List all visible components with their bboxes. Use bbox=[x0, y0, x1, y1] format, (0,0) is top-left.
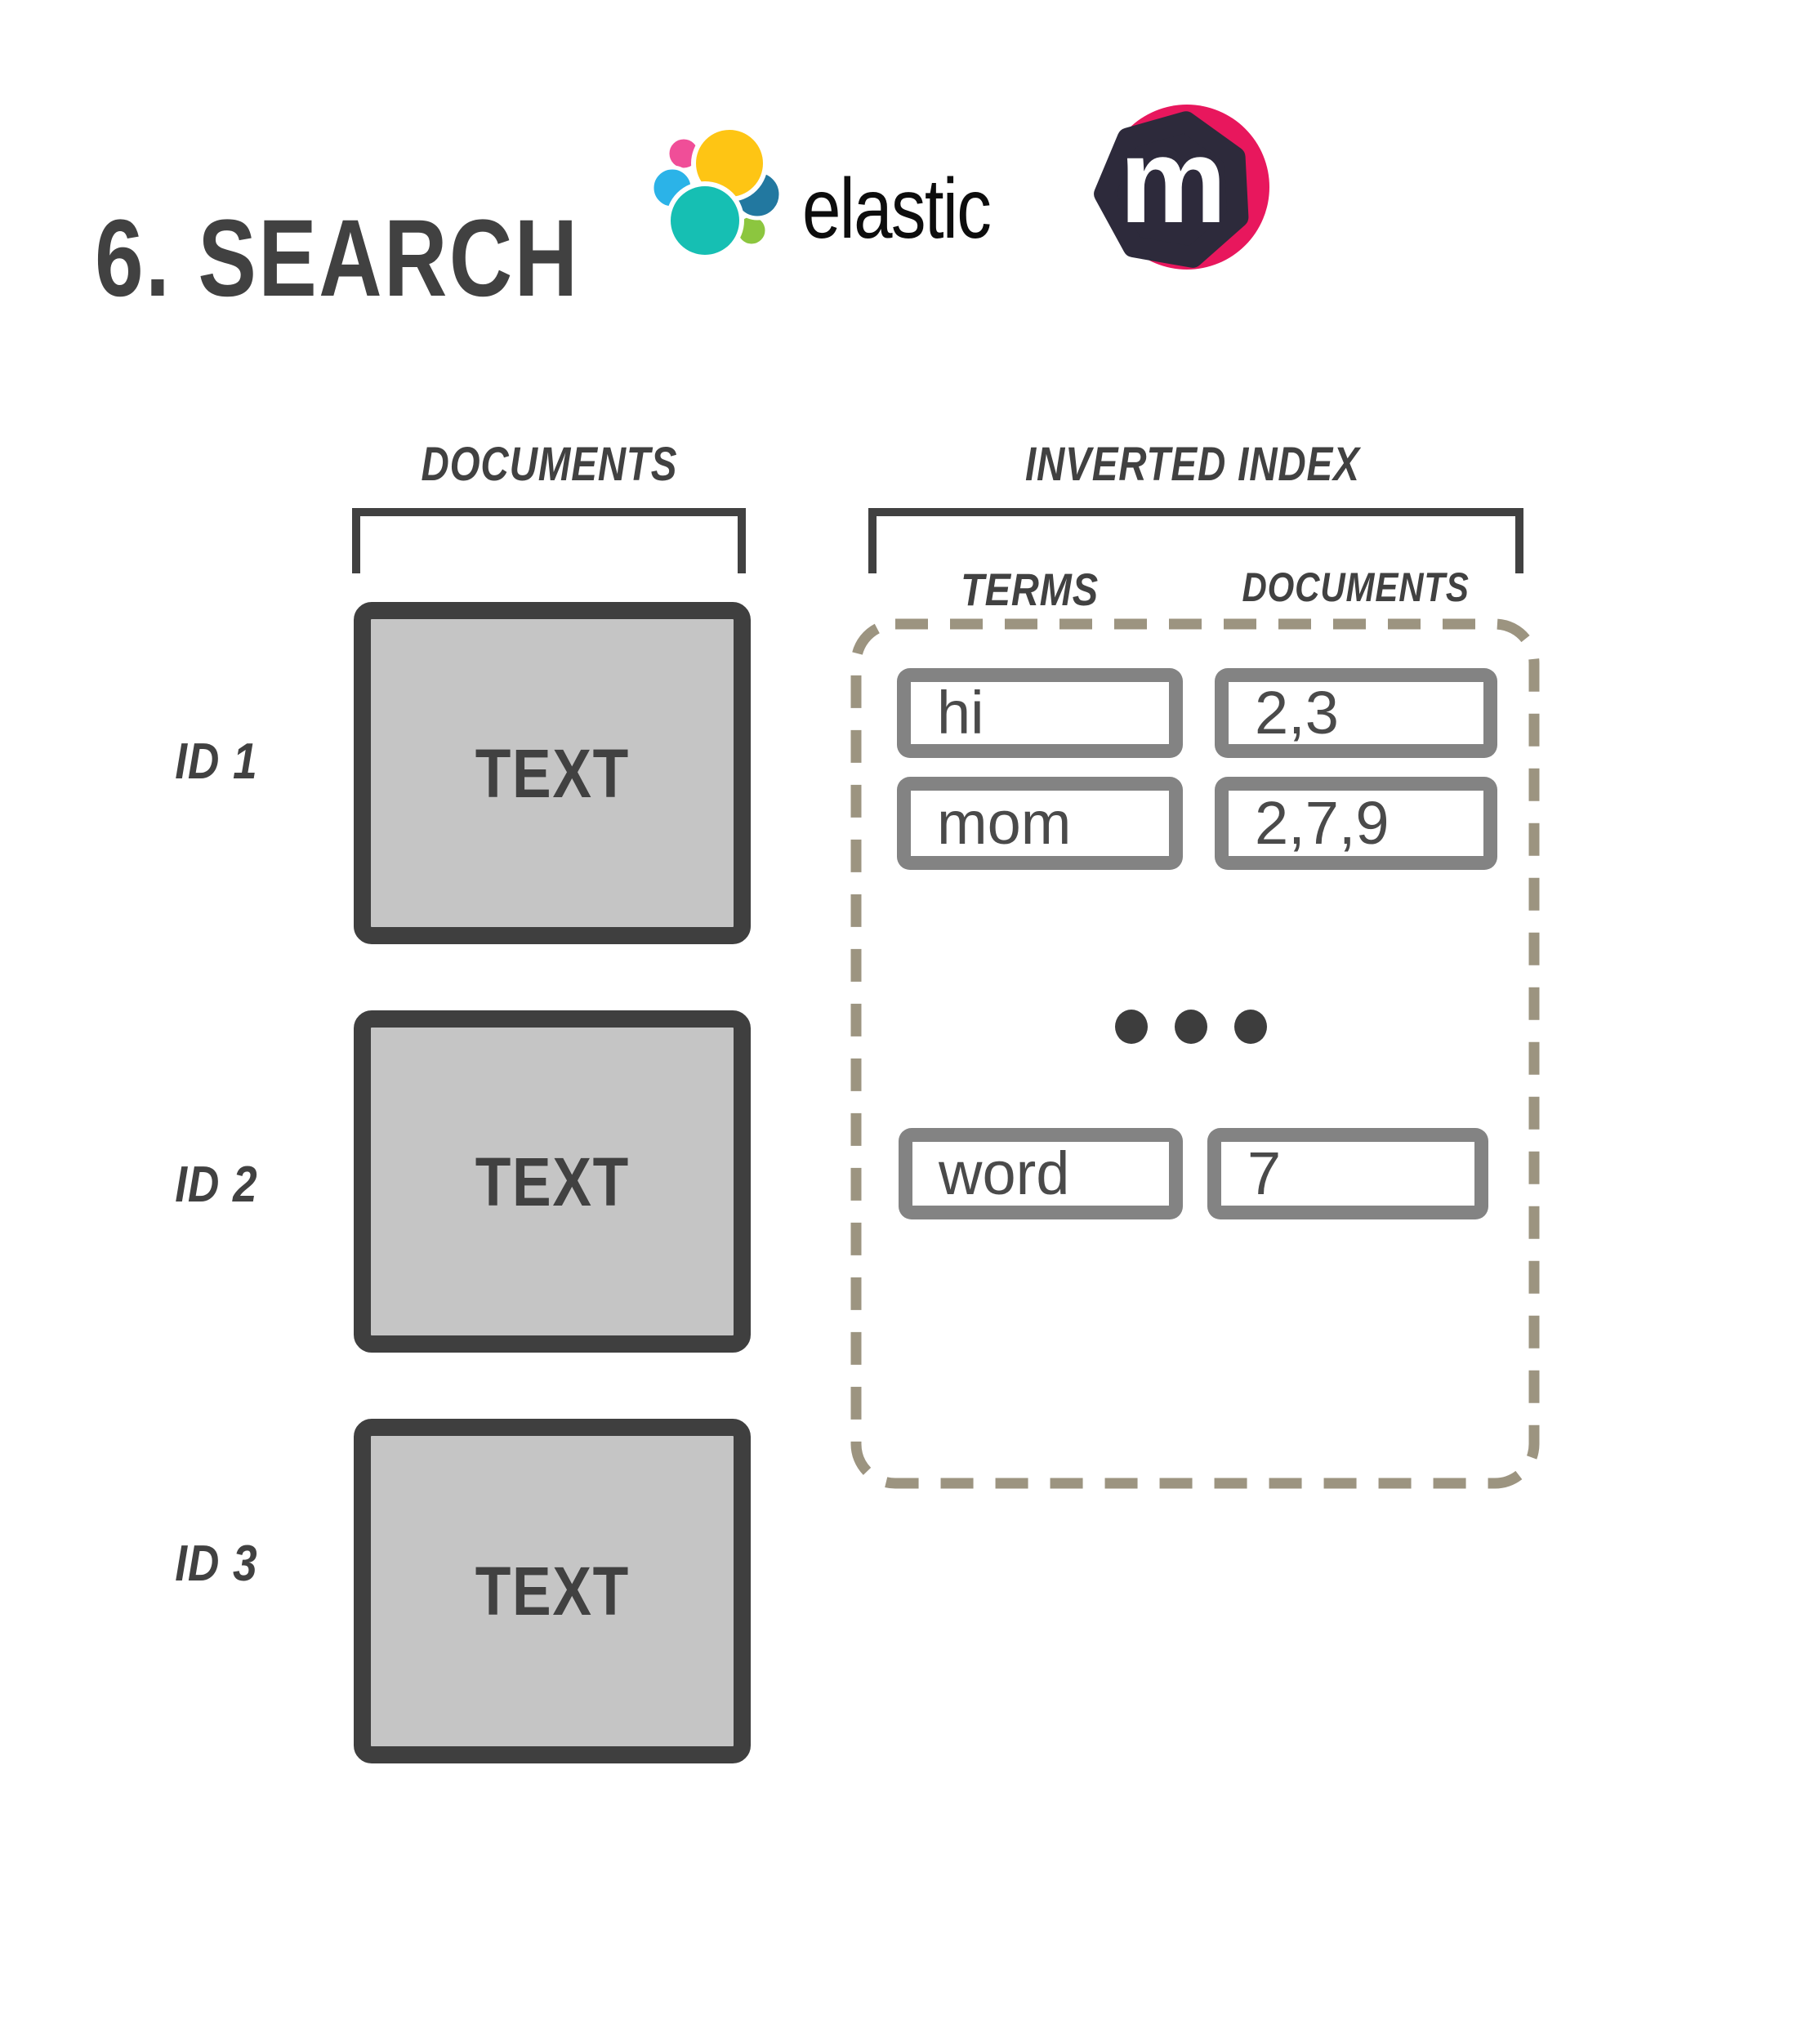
m-logo-letter: m bbox=[1119, 114, 1227, 248]
terms-column-label: TERMS bbox=[899, 567, 1160, 613]
term-cell-word: word bbox=[899, 1128, 1183, 1219]
doc-id-text-2: ID 2 bbox=[175, 1157, 258, 1213]
page-title: 6. SEARCH bbox=[95, 197, 701, 319]
meetup-m-logo: m bbox=[1088, 82, 1294, 288]
ellipsis-dot-1 bbox=[1115, 1010, 1148, 1044]
doc-id-text-3: ID 3 bbox=[175, 1536, 258, 1592]
postings-cell-word: 7 bbox=[1207, 1128, 1488, 1219]
doc-id-text-1: ID 1 bbox=[175, 733, 258, 790]
postings-cell-hi: 2,3 bbox=[1215, 668, 1497, 758]
inverted-index-bracket bbox=[868, 508, 1523, 573]
page-title-text: 6. SEARCH bbox=[95, 197, 580, 319]
terms-column-label-text: TERMS bbox=[960, 564, 1099, 615]
documents-bracket bbox=[352, 508, 746, 573]
elastic-logo bbox=[648, 119, 788, 260]
m-logo-dark-shape bbox=[1094, 111, 1249, 268]
documents-column-label: DOCUMENTS bbox=[1201, 567, 1511, 608]
inverted-index-heading: INVERTED INDEX bbox=[862, 441, 1523, 488]
document-box-2: TEXT bbox=[354, 1010, 751, 1353]
ellipsis-dot-3 bbox=[1234, 1010, 1267, 1044]
document-box-text-3: TEXT bbox=[475, 1553, 630, 1629]
documents-heading-text: DOCUMENTS bbox=[421, 438, 677, 491]
doc-id-label-2: ID 2 bbox=[123, 1160, 310, 1210]
documents-heading: DOCUMENTS bbox=[353, 441, 745, 488]
ellipsis-icon bbox=[1115, 1010, 1267, 1044]
document-box-3: TEXT bbox=[354, 1419, 751, 1763]
document-box-text-2: TEXT bbox=[475, 1143, 630, 1220]
ellipsis-dot-2 bbox=[1175, 1010, 1207, 1044]
inverted-index-dashed-frame bbox=[850, 618, 1540, 1489]
meetup-m-logo-icon: m bbox=[1094, 105, 1269, 270]
inverted-index-heading-text: INVERTED INDEX bbox=[1025, 438, 1360, 491]
elastic-logo-icon bbox=[649, 125, 783, 260]
elastic-blob-teal bbox=[666, 181, 744, 260]
term-cell-mom: mom bbox=[897, 777, 1183, 870]
document-box-text-1: TEXT bbox=[475, 734, 630, 812]
postings-cell-mom: 2,7,9 bbox=[1215, 777, 1497, 870]
documents-column-label-text: DOCUMENTS bbox=[1242, 564, 1470, 610]
term-cell-hi: hi bbox=[897, 668, 1183, 758]
doc-id-label-3: ID 3 bbox=[123, 1539, 310, 1589]
elastic-wordmark: elastic bbox=[802, 162, 992, 256]
document-box-1: TEXT bbox=[354, 602, 751, 944]
doc-id-label-1: ID 1 bbox=[123, 737, 310, 787]
